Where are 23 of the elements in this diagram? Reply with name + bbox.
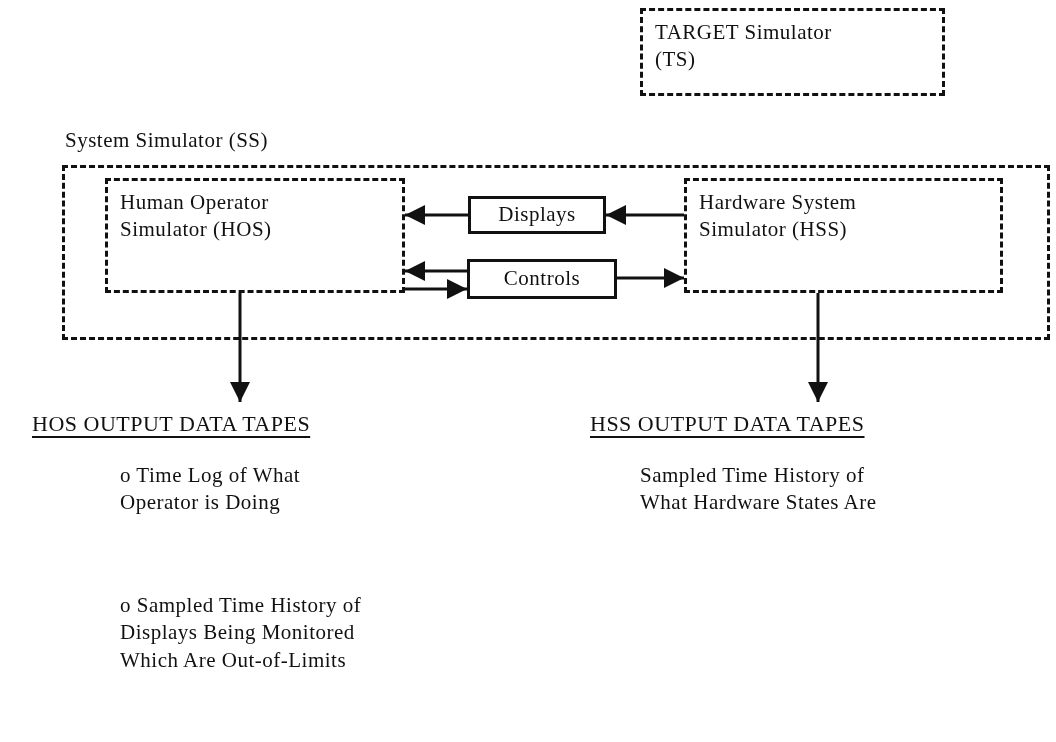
node-label: HSS OUTPUT DATA TAPES [590,410,865,438]
node-label: Displays [498,201,576,229]
note-text: o Time Log of What Operator is Doing [120,462,302,517]
node-label: TARGET Simulator (TS) [655,19,833,74]
dashed-box [684,178,1003,293]
arrow [617,268,684,288]
arrow [405,205,468,225]
node-label: Hardware System Simulator (HSS) [699,189,858,244]
note-text: Sampled Time History of What Hardware States Are [640,462,878,517]
dashed-box [105,178,405,293]
arrow [405,279,467,299]
process-box [467,259,617,299]
box-title: System Simulator (SS) [65,128,269,153]
dashed-box [640,8,945,96]
node-label: HOS OUTPUT DATA TAPES [32,410,311,438]
process-box [468,196,606,234]
arrow [808,293,828,402]
node-label: Controls [503,265,581,293]
arrow [606,205,684,225]
arrow [405,261,467,281]
note-text: o Sampled Time History of Displays Being Monitored Which Are Out-of-Limits [120,592,363,674]
node-label: Human Operator Simulator (HOS) [120,189,273,244]
arrow [230,293,250,402]
